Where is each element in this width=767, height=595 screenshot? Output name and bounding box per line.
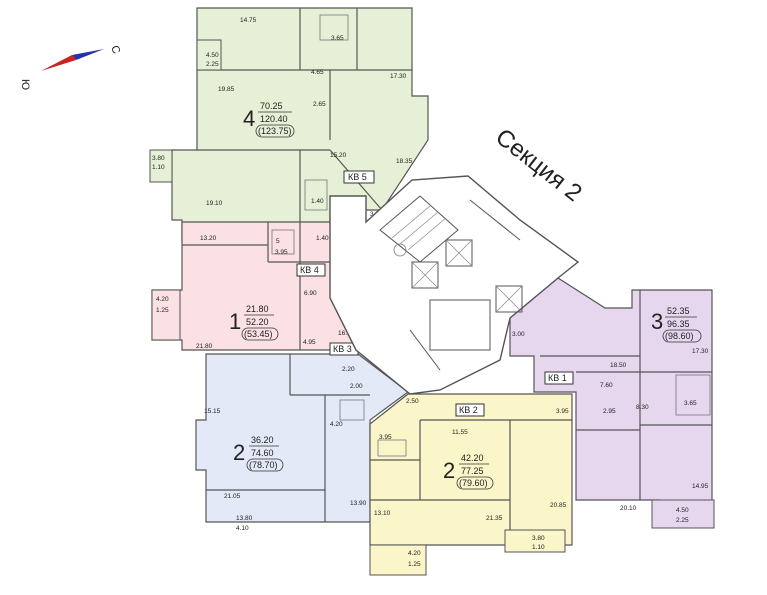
kv2-room-area: 3.80 xyxy=(532,535,545,542)
kv2-room-area: 1.10 xyxy=(532,544,545,551)
kv5-room-area: 14.75 xyxy=(240,17,257,24)
kv3-total-area: 74.60 xyxy=(251,448,274,458)
kv4-living-area: 21.80 xyxy=(246,304,269,314)
kv5-rooms: 4 xyxy=(243,106,255,131)
kv3-room-area: 2.00 xyxy=(350,383,363,390)
kv3-living-area: 36.20 xyxy=(251,435,274,445)
kv3-room-area: 21.05 xyxy=(224,493,241,500)
svg-text:КВ 1: КВ 1 xyxy=(548,373,567,383)
kv2-living-area: 42.20 xyxy=(461,453,484,463)
kv1-room-area: 7.60 xyxy=(600,382,613,389)
kv4-room-area: 6.90 xyxy=(304,290,317,297)
kv3-rooms: 2 xyxy=(233,440,245,465)
kv1-room-area: 4.50 xyxy=(676,507,689,514)
kv1-room-area: 2.95 xyxy=(603,408,616,415)
kv2-room-area: 4.20 xyxy=(408,550,421,557)
compass-south-label: Ю xyxy=(19,79,31,90)
kv3-room-area: 15.15 xyxy=(204,408,221,415)
svg-text:КВ 2: КВ 2 xyxy=(459,405,478,415)
kv5-room-area: 15.20 xyxy=(330,152,347,159)
building-core xyxy=(329,175,580,395)
apartment-kv1[interactable]: 3 52.35 96.35 (98.60) КВ 1 3.00 18.50 17… xyxy=(509,277,715,529)
kv4-room-area: 3.95 xyxy=(275,249,288,256)
kv1-room-area: 2.25 xyxy=(676,517,689,524)
kv2-room-area: 2.50 xyxy=(406,398,419,405)
compass-south-arrow xyxy=(41,55,76,71)
kv1-total-with-balcony: (98.60) xyxy=(665,331,694,341)
kv5-room-area: 2.65 xyxy=(313,101,326,108)
kv2-rooms: 2 xyxy=(443,458,455,483)
kv5-room-area: 19.10 xyxy=(206,200,223,207)
kv4-room-area: 4.20 xyxy=(156,296,169,303)
kv2-room-area: 1.25 xyxy=(408,561,421,568)
kv5-total-area: 120.40 xyxy=(260,114,288,124)
kv5-room-area: 4.65 xyxy=(311,69,324,76)
kv3-room-area: 4.10 xyxy=(236,525,249,532)
kv1-room-area: 8.30 xyxy=(636,404,649,411)
kv4-rooms: 1 xyxy=(229,309,241,334)
kv5-tag: КВ 5 xyxy=(343,170,375,184)
kv4-room-area: 1.25 xyxy=(156,307,169,314)
kv5-total-with-balcony: (123.75) xyxy=(258,126,292,136)
kv3-total-with-balcony: (78.70) xyxy=(249,460,278,470)
kv5-room-area: 17.30 xyxy=(390,73,407,80)
kv5-room-area: 4.50 xyxy=(206,52,219,59)
kv3-room-area: 4.20 xyxy=(330,421,343,428)
svg-text:КВ 4: КВ 4 xyxy=(300,265,319,275)
kv5-room-area: 2.25 xyxy=(206,61,219,68)
svg-text:КВ 5: КВ 5 xyxy=(348,172,367,182)
kv2-total-with-balcony: (79.60) xyxy=(459,478,488,488)
kv2-room-area: 13.10 xyxy=(374,510,391,517)
kv5-room-area: 18.35 xyxy=(396,158,413,165)
kv3-room-area: 16.10 xyxy=(338,330,355,337)
kv3-room-area: 2.20 xyxy=(342,366,355,373)
kv2-room-area: 11.55 xyxy=(452,429,468,436)
kv1-total-area: 96.35 xyxy=(667,319,690,329)
kv2-room-area: 3.95 xyxy=(379,434,392,441)
kv4-room-area: 1.40 xyxy=(316,235,329,242)
compass-north-label: С xyxy=(108,44,122,56)
kv2-tag: КВ 2 xyxy=(455,403,485,417)
kv1-room-area: 14.95 xyxy=(692,483,709,490)
kv2-room-area: 21.35 xyxy=(486,515,503,522)
kv5-room-area: 3.65 xyxy=(331,35,344,42)
kv1-room-area: 3.65 xyxy=(684,400,697,407)
kv5-living-area: 70.25 xyxy=(260,101,283,111)
kv1-tag: КВ 1 xyxy=(544,371,574,385)
kv4-room-area: 4.95 xyxy=(303,339,316,346)
kv4-room-area: 5 xyxy=(276,238,280,245)
kv1-room-area: 3.00 xyxy=(512,331,525,338)
kv5-room-area: 1.40 xyxy=(311,198,324,205)
kv3-room-area: 13.90 xyxy=(350,500,367,507)
kv2-room-area: 20.85 xyxy=(550,502,567,509)
kv2-total-area: 77.25 xyxy=(461,466,484,476)
compass: С Ю xyxy=(19,44,122,90)
compass-north-arrow xyxy=(72,49,104,60)
kv4-room-area: 21.80 xyxy=(196,343,213,350)
kv4-total-area: 52.20 xyxy=(246,317,269,327)
apartment-kv5[interactable]: 4 70.25 120.40 (123.75) КВ 5 14.75 4.50 … xyxy=(149,7,429,241)
kv4-total-with-balcony: (53.45) xyxy=(244,329,273,339)
kv1-room-area: 17.30 xyxy=(692,348,709,355)
kv5-room-area: 1.10 xyxy=(152,164,165,171)
kv3-room-area: 13.80 xyxy=(236,515,253,522)
kv5-room-area: 3.80 xyxy=(152,155,165,162)
kv4-room-area: 13.20 xyxy=(200,235,217,242)
kv1-rooms: 3 xyxy=(651,309,663,334)
kv2-room-area: 3.95 xyxy=(556,408,569,415)
kv1-room-area: 20.10 xyxy=(620,505,637,512)
apartment-kv2[interactable]: 2 42.20 77.25 (79.60) КВ 2 2.50 3.95 3.9… xyxy=(369,393,573,576)
kv1-room-area: 18.50 xyxy=(610,362,627,369)
kv1-living-area: 52.35 xyxy=(667,306,690,316)
kv4-tag: КВ 4 xyxy=(296,263,326,277)
apartment-kv4[interactable]: 1 21.80 52.20 (53.45) КВ 4 13.20 5 1.40 … xyxy=(151,221,359,351)
svg-text:КВ 3: КВ 3 xyxy=(333,344,352,354)
kv5-room-area: 19.85 xyxy=(218,86,235,93)
section-label: Секция 2 xyxy=(490,123,586,207)
